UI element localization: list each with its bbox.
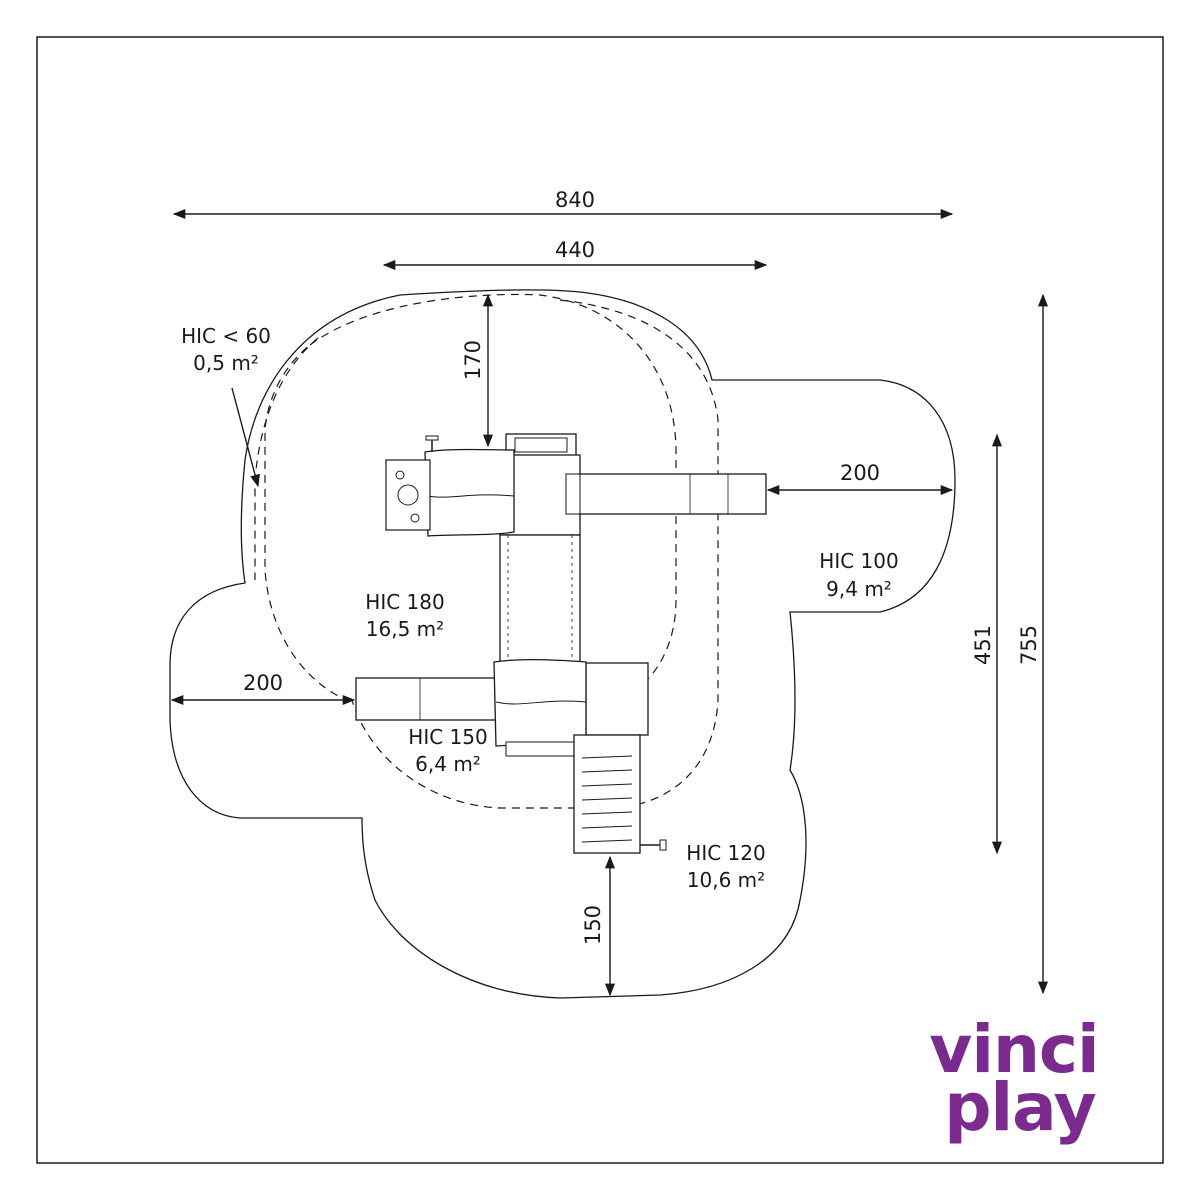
- zone-hic-100-name: HIC 100: [819, 549, 898, 573]
- zone-hic-120-name: HIC 120: [686, 841, 765, 865]
- zone-hic-60-name: HIC < 60: [181, 324, 271, 348]
- ladder-stairs: [573, 734, 641, 854]
- hic-180-zone-outline: [264, 293, 677, 706]
- zone-hic-150-area: 6,4 m²: [415, 752, 481, 776]
- hic-150-zone-outline: [351, 299, 719, 809]
- zone-hic-150-name: HIC 150: [408, 725, 487, 749]
- dim-label-840: 840: [555, 188, 595, 212]
- vinciplay-logo: vinci play: [929, 1011, 1099, 1146]
- logo-line-vinci: vinci: [929, 1011, 1098, 1088]
- dim-label-755: 755: [1017, 625, 1041, 665]
- top-tower-rail: [514, 437, 568, 453]
- dim-label-170: 170: [461, 340, 485, 380]
- safety-zone-outline: [169, 289, 956, 999]
- play-panel: [385, 459, 431, 531]
- bottom-platform-step: [505, 741, 579, 757]
- bottom-cover-seam: [495, 700, 587, 705]
- top-platform-cover: [424, 448, 515, 537]
- zone-hic-60-area: 0,5 m²: [193, 351, 259, 375]
- dim-label-200-right: 200: [840, 461, 880, 485]
- zone-hic-120-area: 10,6 m²: [687, 868, 765, 892]
- connecting-bridge: [499, 534, 581, 664]
- play-panel-wheel-icon: [397, 484, 419, 506]
- logo-line-play: play: [944, 1069, 1095, 1146]
- dim-label-150: 150: [581, 905, 605, 945]
- ladder-rungs: [581, 755, 633, 843]
- left-slide: [355, 677, 503, 721]
- zone-hic-180-area: 16,5 m²: [366, 617, 444, 641]
- zone-hic-100-area: 9,4 m²: [826, 577, 892, 601]
- dim-label-200-left: 200: [243, 671, 283, 695]
- dim-label-440: 440: [555, 238, 595, 262]
- dim-label-451: 451: [971, 625, 995, 665]
- zone-hic-180-name: HIC 180: [365, 590, 444, 614]
- frame-border: [36, 36, 1164, 1164]
- play-panel-knob-icon: [410, 513, 420, 523]
- top-cover-seam: [427, 494, 515, 498]
- hic-60-zone-outline: [254, 337, 319, 580]
- play-panel-knob-icon: [395, 470, 405, 480]
- ladder-handle-cap: [659, 839, 667, 851]
- right-slide: [577, 473, 767, 515]
- bottom-platform-cover: [493, 659, 587, 747]
- right-slide-start: [565, 473, 581, 515]
- top-post-cap: [425, 435, 439, 441]
- hic-60-pointer-arrow: [231, 387, 260, 488]
- bottom-platform: [585, 662, 649, 736]
